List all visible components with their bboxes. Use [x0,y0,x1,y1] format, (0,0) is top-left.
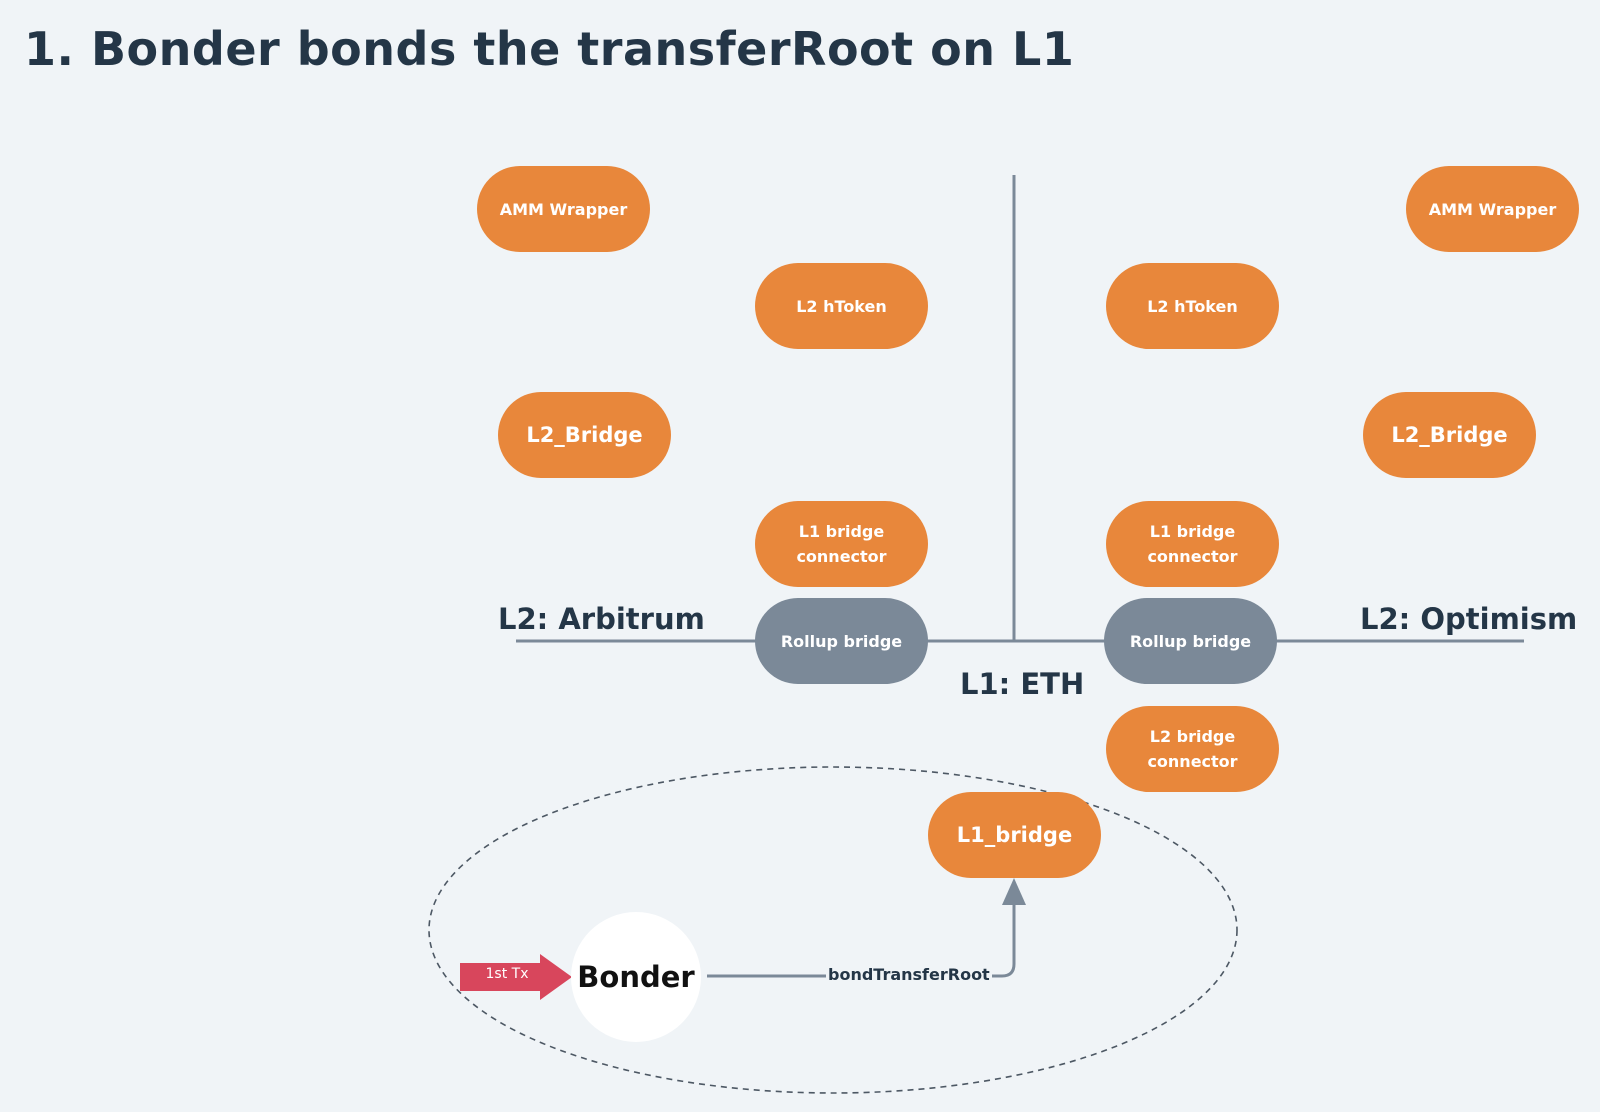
first-tx-arrow [460,954,572,1000]
first-tx-label: 1st Tx [485,966,529,982]
l1-bridge-connector-right-node: L1 bridge connector [1106,501,1279,587]
l2-bridge-connector-node: L2 bridge connector [1106,706,1279,792]
bond-transfer-root-edge [707,878,1026,978]
bond-transfer-root-label: bondTransferRoot [826,965,992,984]
rollup-bridge-left-node: Rollup bridge [755,598,928,684]
amm-wrapper-right-node: AMM Wrapper [1406,166,1579,252]
rollup-bridge-right-node: Rollup bridge [1104,598,1277,684]
l2-htoken-left-node: L2 hToken [755,263,928,349]
amm-wrapper-left-node: AMM Wrapper [477,166,650,252]
bonder-node: Bonder [571,912,701,1042]
network-label-optimism: L2: Optimism [1360,602,1578,636]
network-label-eth: L1: ETH [960,667,1085,701]
l1-bridge-node: L1_bridge [928,792,1101,878]
l2-bridge-left-node: L2_Bridge [498,392,671,478]
l2-htoken-right-node: L2 hToken [1106,263,1279,349]
network-label-arbitrum: L2: Arbitrum [498,602,705,636]
page-title: 1. Bonder bonds the transferRoot on L1 [24,22,1075,76]
l1-bridge-connector-left-node: L1 bridge connector [755,501,928,587]
bonder-group-ellipse [428,766,1238,1094]
l2-bridge-right-node: L2_Bridge [1363,392,1536,478]
